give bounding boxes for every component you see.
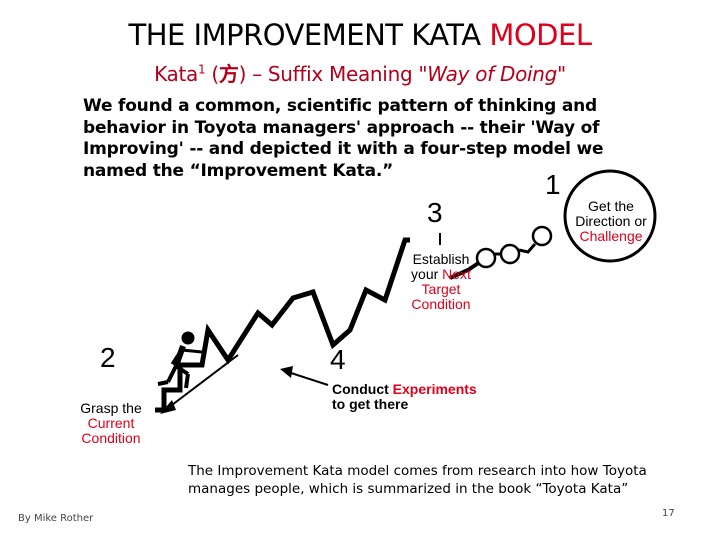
- arrow-to-current: [167, 354, 239, 409]
- slide-title: THE IMPROVEMENT KATA MODEL: [128, 18, 592, 52]
- intro-paragraph: We found a common, scientific pattern of…: [83, 96, 604, 181]
- step-circle-a: [475, 247, 497, 269]
- step-3-label: Establish your Next Target Condition: [411, 251, 471, 312]
- footnote: The Improvement Kata model comes from re…: [188, 463, 647, 497]
- path-to-goal: [449, 260, 482, 280]
- step-4-label: Conduct Experiments to get there: [332, 381, 477, 412]
- page-number: 17: [662, 508, 675, 519]
- slide-subtitle: Kata1 (方) – Suffix Meaning "Way of Doing…: [154, 62, 566, 86]
- step-4-number: 4: [330, 344, 346, 375]
- author-credit: By Mike Rother: [18, 513, 94, 524]
- step-circle-c: [531, 225, 553, 247]
- step-circle-b: [499, 243, 521, 265]
- step-2-number: 2: [100, 342, 116, 373]
- step-1-number: 1: [545, 169, 561, 200]
- step-2-label: Grasp the Current Condition: [80, 400, 142, 446]
- step-3-number: 3: [427, 197, 443, 228]
- goal-circle: [563, 169, 657, 263]
- staircase-path: [155, 237, 410, 413]
- step-1-label: Get the Direction or Challenge: [575, 198, 647, 244]
- arrow-to-experiments: [287, 371, 329, 386]
- climber-figure: [157, 331, 203, 389]
